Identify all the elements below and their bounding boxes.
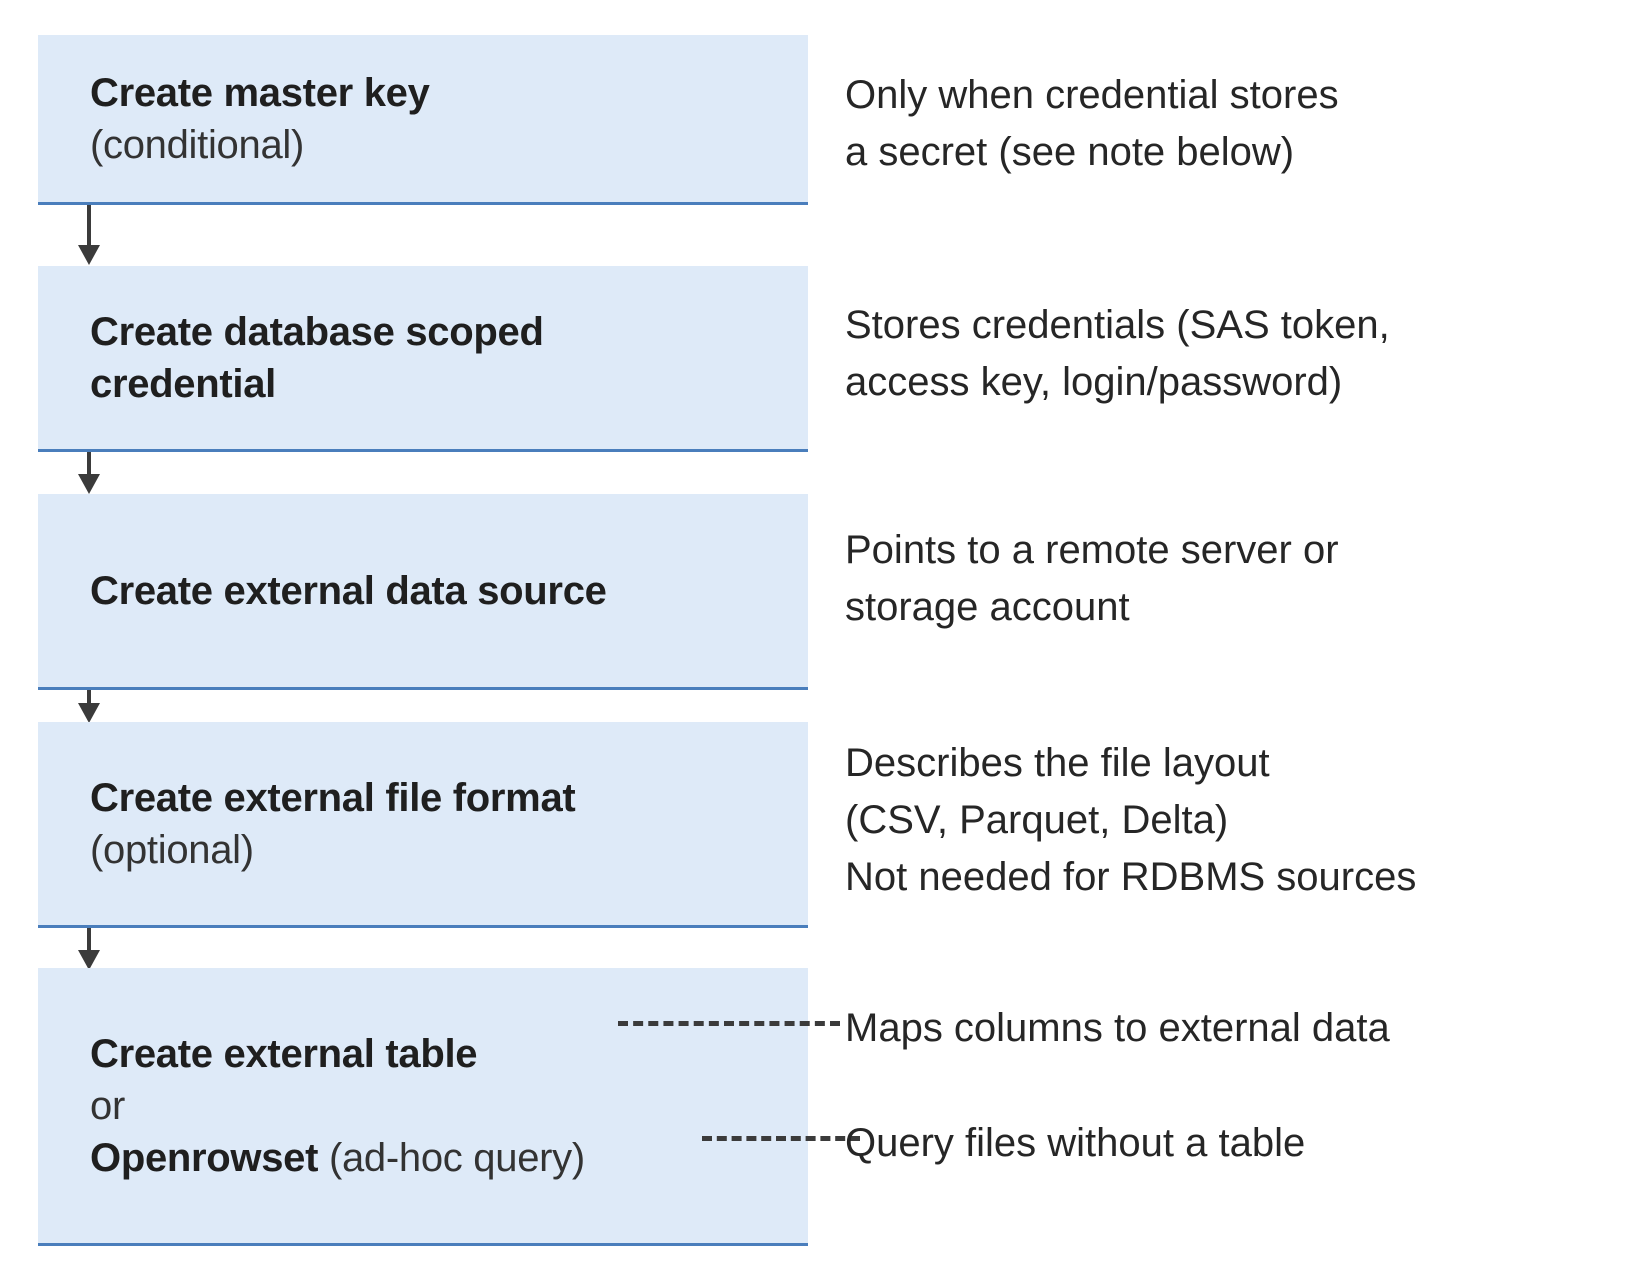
step-title-openrowset-row: Openrowset (ad-hoc query) <box>90 1132 798 1184</box>
arrow-master-key-to-scoped-credential <box>78 205 100 267</box>
arrow-head-icon <box>78 474 100 494</box>
step-subtitle-conditional: (conditional) <box>90 122 304 167</box>
arrow-file-format-to-external-table <box>78 928 100 970</box>
step-box-content: Create external file format (optional) <box>38 772 808 876</box>
step-box-content: Create database scoped credential <box>38 306 808 410</box>
arrow-shaft <box>87 205 91 247</box>
arrow-head-icon <box>78 245 100 265</box>
arrow-data-source-to-file-format <box>78 690 100 723</box>
step-title-create-external-data-source: Create external data source <box>90 568 607 613</box>
step-connector-word-or: or <box>90 1083 125 1128</box>
step-box-content: Create external table or Openrowset (ad-… <box>38 1028 808 1184</box>
note-create-external-file-format: Describes the file layout (CSV, Parquet,… <box>845 741 1417 899</box>
step-box-content: Create master key (conditional) <box>38 67 808 171</box>
step-box-create-external-data-source: Create external data source <box>38 494 808 690</box>
note-openrowset: Query files without a table <box>845 1121 1306 1165</box>
note-create-external-data-source: Points to a remote server or storage acc… <box>845 528 1339 629</box>
arrow-shaft <box>87 452 91 476</box>
step-box-create-database-scoped-credential: Create database scoped credential <box>38 266 808 452</box>
arrow-shaft <box>87 928 91 952</box>
arrow-shaft <box>87 690 91 706</box>
arrow-head-icon <box>78 950 100 970</box>
dashed-link-openrowset <box>702 1136 860 1141</box>
note-create-master-key: Only when credential stores a secret (se… <box>845 73 1339 174</box>
step-subtitle-optional: (optional) <box>90 827 254 872</box>
step-title-create-master-key: Create master key <box>90 70 430 115</box>
step-subtitle-ad-hoc-query: (ad-hoc query) <box>318 1135 585 1180</box>
dashed-link-external-table <box>618 1021 840 1026</box>
step-box-create-master-key: Create master key (conditional) <box>38 35 808 205</box>
step-title-create-external-table: Create external table <box>90 1031 478 1076</box>
note-create-external-table: Maps columns to external data <box>845 1006 1390 1050</box>
step-box-create-external-table-or-openrowset: Create external table or Openrowset (ad-… <box>38 968 808 1246</box>
arrow-scoped-credential-to-data-source <box>78 452 100 495</box>
step-box-content: Create external data source <box>38 565 808 617</box>
step-title-create-external-file-format: Create external file format <box>90 775 576 820</box>
step-box-create-external-file-format: Create external file format (optional) <box>38 722 808 928</box>
step-title-openrowset: Openrowset <box>90 1135 319 1180</box>
arrow-head-icon <box>78 703 100 723</box>
step-title-create-database-scoped-credential: Create database scoped credential <box>90 309 544 406</box>
note-create-database-scoped-credential: Stores credentials (SAS token, access ke… <box>845 303 1390 404</box>
